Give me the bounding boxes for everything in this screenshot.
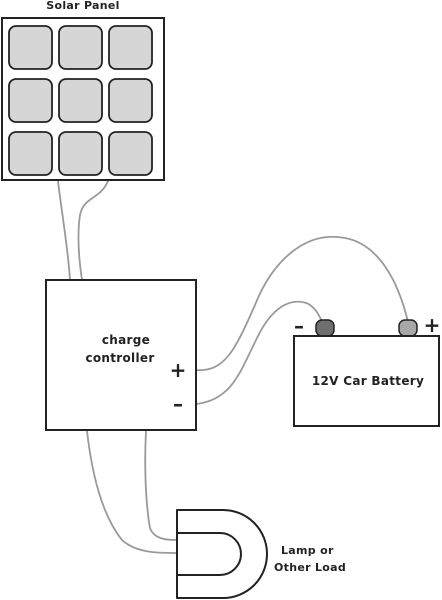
solar-panel-label: Solar Panel (46, 0, 119, 12)
wire-panel-to-controller-left (57, 180, 71, 281)
battery-label: 12V Car Battery (312, 374, 424, 388)
battery-plus-symbol: + (424, 313, 441, 337)
charge-controller-plus-terminal: + (170, 358, 187, 382)
wire-controller-to-load-left (86, 430, 177, 554)
battery-minus-symbol: – (294, 314, 304, 338)
solar-panel: Solar Panel (1, 0, 165, 181)
battery: – + 12V Car Battery (293, 313, 441, 427)
solar-cell (8, 131, 53, 176)
wire-controller-minus-to-battery-minus (195, 300, 323, 405)
solar-cell (58, 131, 103, 176)
solar-cell (58, 25, 103, 70)
solar-cell (108, 131, 153, 176)
wire-panel-to-controller-right (77, 180, 109, 281)
charge-controller: charge controller + – (45, 279, 197, 431)
solar-cell (108, 78, 153, 123)
wire-controller-to-load-right (144, 430, 177, 541)
battery-minus-post (315, 319, 335, 337)
solar-cell (8, 25, 53, 70)
load: Lamp or Other Load (176, 509, 346, 599)
load-label-line2: Other Load (274, 561, 346, 574)
charge-controller-label-line1: charge (102, 333, 150, 347)
load-label-line1: Lamp or (281, 544, 334, 557)
wires (57, 180, 409, 554)
battery-body (293, 335, 440, 427)
lamp-inner-cutout (176, 532, 242, 576)
charge-controller-label-line2: controller (85, 351, 154, 365)
solar-cell (58, 78, 103, 123)
charge-controller-minus-terminal: – (173, 392, 183, 416)
wire-controller-plus-to-battery-plus (195, 235, 409, 371)
charge-controller-box (45, 279, 197, 431)
battery-plus-post (398, 319, 418, 337)
solar-cell (8, 78, 53, 123)
solar-panel-cells (8, 25, 153, 176)
solar-cell (108, 25, 153, 70)
